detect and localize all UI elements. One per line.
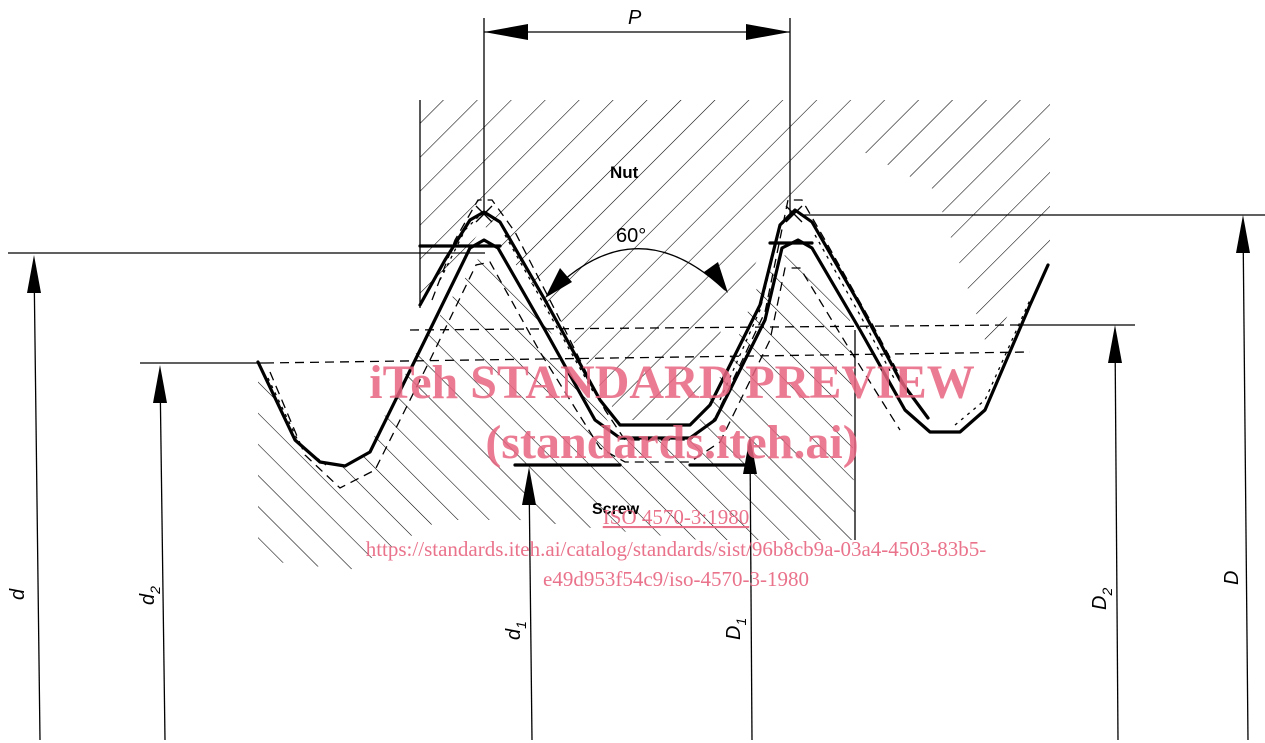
nut-profile <box>267 199 1031 469</box>
screw-body <box>258 250 856 570</box>
screw-profile <box>256 238 1050 489</box>
watermark-subtitle: (standards.iteh.ai) <box>485 416 858 469</box>
pitch-diameter-nut-label: D2 <box>1089 588 1115 610</box>
pitch-label: P <box>628 7 642 29</box>
watermark-title: iTeh STANDARD PREVIEW <box>369 356 974 409</box>
svg-text:d2: d2 <box>137 586 163 605</box>
pitch-diameter-screw-label: d2 <box>137 586 163 605</box>
nut-body <box>419 100 1050 420</box>
svg-text:d: d <box>7 588 29 600</box>
svg-text:D: D <box>1221 571 1243 585</box>
minor-diameter-nut-label: D1 <box>723 618 749 640</box>
angle-label: 60° <box>616 225 646 247</box>
diameter-arrows <box>27 215 1250 741</box>
minor-diameter-screw-label: d1 <box>503 621 529 640</box>
watermark-url-line1: https://standards.iteh.ai/catalog/standa… <box>366 537 987 561</box>
svg-text:D2: D2 <box>1089 588 1115 610</box>
reference-lines <box>8 214 1265 364</box>
watermark: iTeh STANDARD PREVIEW (standards.iteh.ai… <box>366 356 987 591</box>
screw-label: Screw <box>592 501 640 518</box>
angle-arc <box>545 248 728 298</box>
major-diameter-nut-label: D <box>1221 571 1243 585</box>
nut-label: Nut <box>610 163 639 182</box>
svg-text:d1: d1 <box>503 621 529 640</box>
major-diameter-screw-label: d <box>7 588 29 600</box>
crest-markers <box>418 205 814 467</box>
watermark-url-line2: e49d953f54c9/iso-4570-3-1980 <box>543 567 809 591</box>
watermark-standard-link: ISO 4570-3:1980 <box>603 505 749 529</box>
svg-text:D1: D1 <box>723 618 749 640</box>
pitch-dimension <box>483 18 791 215</box>
